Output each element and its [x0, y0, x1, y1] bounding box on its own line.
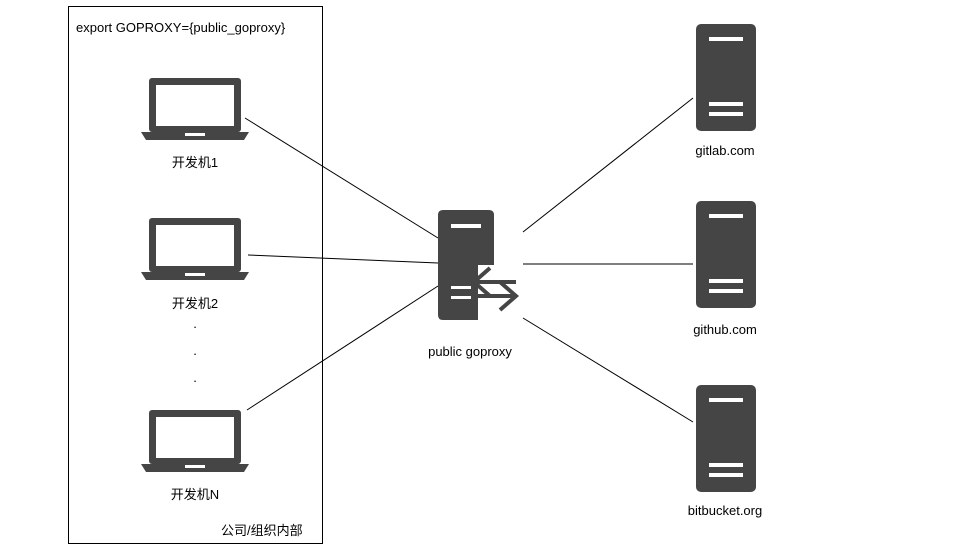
dev-machine-n-label: 开发机N	[170, 487, 220, 502]
dev-machine-1-label: 开发机1	[171, 155, 219, 170]
laptop-icon	[141, 78, 249, 140]
proxy-label: public goproxy	[428, 344, 512, 359]
connector-dev2-proxy	[247, 254, 439, 264]
laptop-icon	[141, 410, 249, 472]
connector-dev1-proxy	[244, 117, 439, 239]
connector-devN-proxy	[246, 285, 439, 411]
connector-proxy-bitbucket	[522, 317, 694, 423]
server-bitbucket-label: bitbucket.org	[687, 503, 763, 518]
dev-machine-2-label: 开发机2	[171, 296, 219, 311]
export-goproxy-text: export GOPROXY={public_goproxy}	[76, 20, 286, 35]
company-boundary-label: 公司/组织内部	[221, 523, 303, 538]
server-github-label: github.com	[693, 322, 757, 337]
company-boundary-box	[68, 6, 323, 544]
server-icon	[696, 385, 756, 492]
ellipsis-dot: .	[193, 316, 197, 331]
ellipsis-dot: .	[193, 370, 197, 385]
ellipsis-dot: .	[193, 343, 197, 358]
server-gitlab-label: gitlab.com	[695, 143, 755, 158]
server-icon	[696, 24, 756, 131]
server-icon	[696, 201, 756, 308]
connector-proxy-gitlab	[522, 97, 694, 233]
laptop-icon	[141, 218, 249, 280]
proxy-server-icon	[438, 210, 520, 320]
